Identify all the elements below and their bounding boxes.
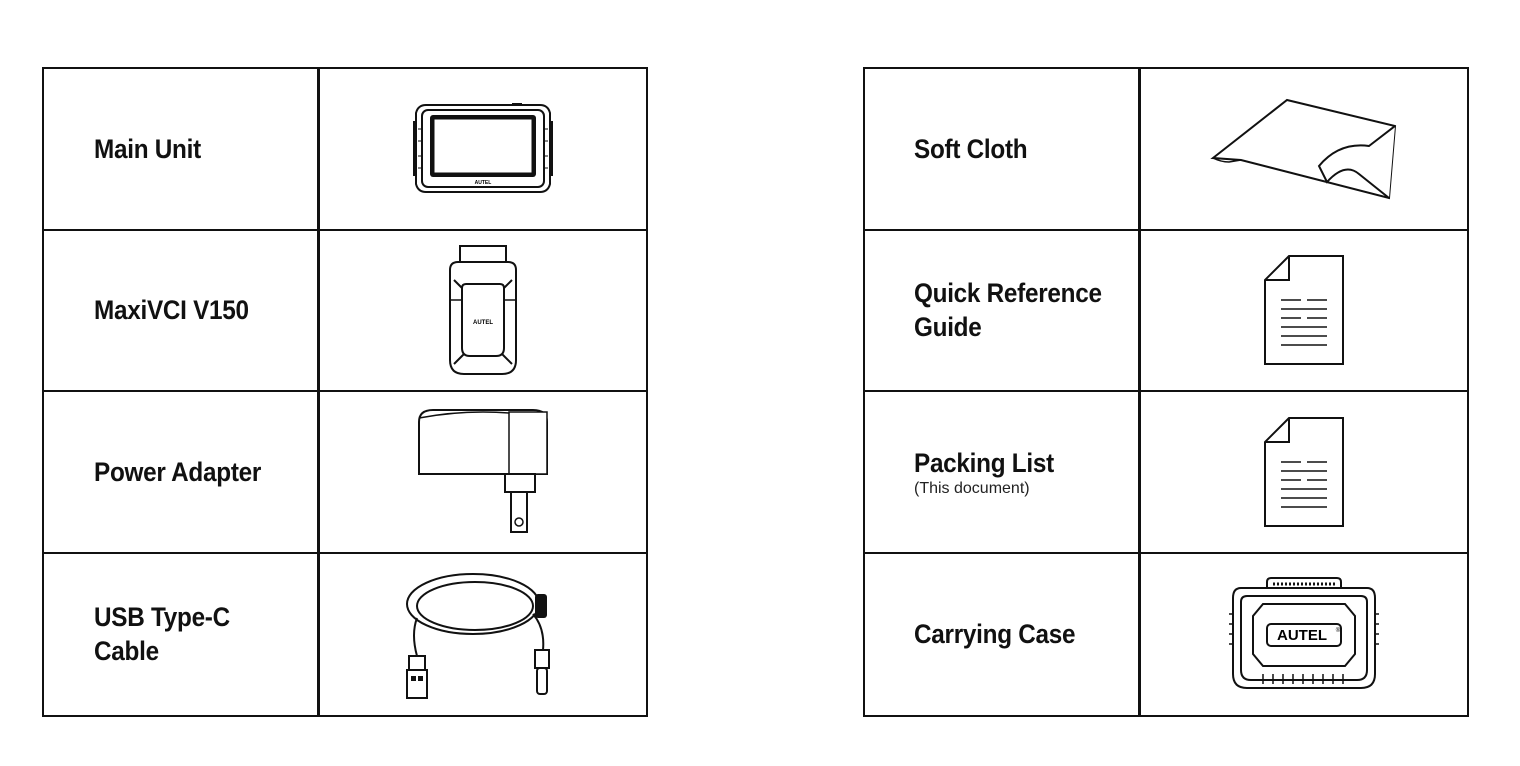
item-name-line2: Cable: [94, 636, 159, 667]
item-label-maxivci: MaxiVCI V150: [44, 230, 320, 392]
item-name: Power Adapter: [94, 456, 262, 487]
packing-table-left: Main Unit AUTEL MaxiVCI V150: [42, 67, 648, 717]
item-label-usb-cable: USB Type-C Cable: [44, 553, 320, 715]
item-image-soft-cloth: [1141, 69, 1467, 231]
item-name: USB Type-C: [94, 602, 230, 633]
cloth-icon: [1210, 98, 1397, 200]
usb-cable-icon: [406, 573, 550, 700]
packing-table-right: Soft Cloth Quick Reference Guide Packi: [863, 67, 1469, 717]
item-image-maxivci: AUTEL: [320, 231, 646, 392]
item-image-carrying-case: AUTEL ®: [1141, 554, 1467, 716]
document-icon: [1264, 255, 1344, 366]
tablet-brand: AUTEL: [475, 180, 492, 186]
item-image-quick-reference: [1141, 231, 1467, 392]
vci-adapter-icon: AUTEL: [449, 245, 517, 376]
item-name: Soft Cloth: [914, 133, 1028, 164]
item-note: (This document): [914, 479, 1030, 497]
item-image-packing-list: [1141, 392, 1467, 554]
item-name: MaxiVCI V150: [94, 295, 249, 326]
item-name: Packing List: [914, 447, 1054, 478]
item-image-main-unit: AUTEL: [320, 69, 646, 231]
item-image-power-adapter: [320, 392, 646, 554]
item-label-packing-list: Packing List (This document): [865, 392, 1141, 554]
tablet-icon: AUTEL: [413, 103, 553, 194]
item-name: Main Unit: [94, 133, 201, 164]
item-label-main-unit: Main Unit: [44, 69, 320, 231]
power-adapter-icon: [418, 408, 548, 533]
item-name-line2: Guide: [914, 312, 982, 343]
item-image-usb-cable: [320, 554, 646, 716]
item-name: Quick Reference: [914, 278, 1102, 309]
case-brand-mark: ®: [1336, 627, 1341, 634]
case-brand: AUTEL: [1277, 627, 1327, 644]
item-label-quick-reference: Quick Reference Guide: [865, 230, 1141, 392]
item-label-soft-cloth: Soft Cloth: [865, 69, 1141, 231]
item-label-carrying-case: Carrying Case: [865, 553, 1141, 715]
document-icon: [1264, 416, 1344, 527]
carrying-case-icon: AUTEL ®: [1229, 577, 1379, 690]
item-name: Carrying Case: [914, 619, 1076, 650]
item-label-power-adapter: Power Adapter: [44, 392, 320, 554]
vci-brand: AUTEL: [473, 320, 493, 326]
